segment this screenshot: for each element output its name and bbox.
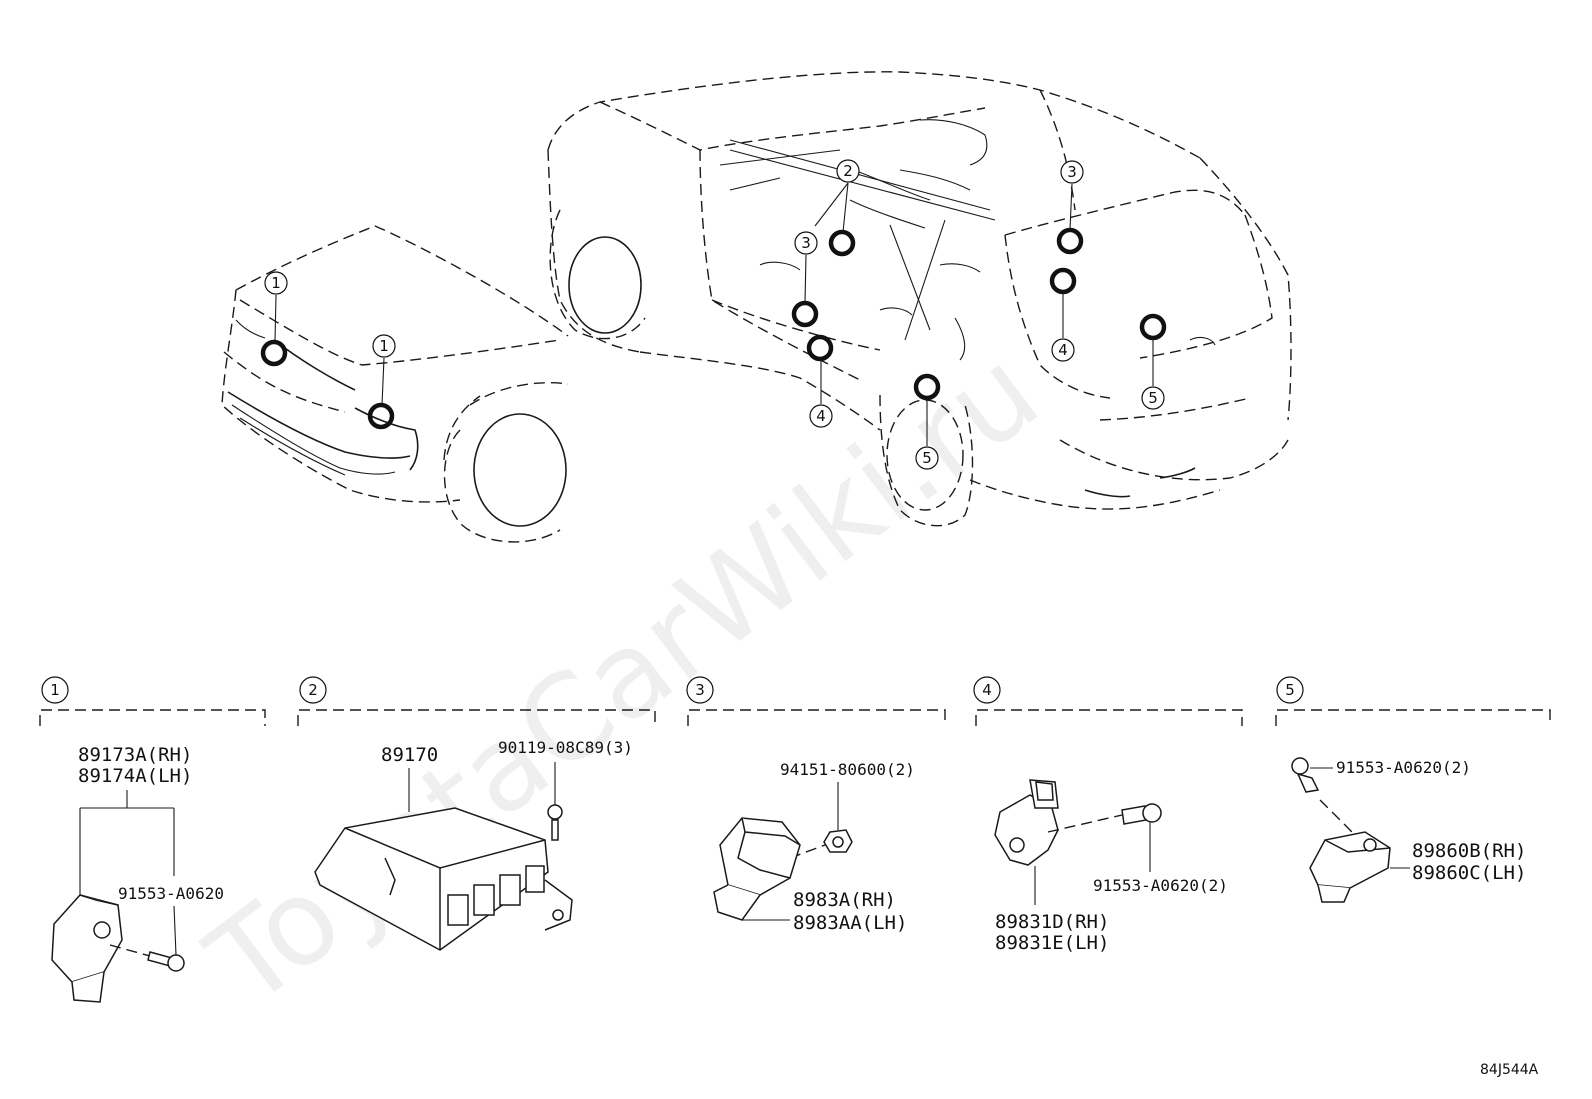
part-89170: 89170 (381, 744, 438, 766)
part-94151-80600: 94151-80600(2) (780, 760, 915, 779)
part-8983A: 8983A(RH) (793, 889, 896, 911)
callout-2: 2 (843, 162, 853, 180)
group-4-number: 4 (982, 681, 992, 699)
diagram-reference: 84J544A (1480, 1062, 1539, 1078)
callout-leaders (274, 182, 1154, 446)
callout-4a: 4 (816, 407, 826, 425)
part-90119-08C89: 90119-08C89(3) (498, 738, 633, 757)
callout-5b: 5 (922, 449, 932, 467)
part-91553-A0620-g5: 91553-A0620(2) (1336, 758, 1471, 777)
group-2: 2 89170 90119-08C89(3) (297, 676, 656, 951)
callout-1a: 1 (271, 274, 281, 292)
part-89831E: 89831E(LH) (995, 932, 1109, 954)
vehicle-rear-view (547, 71, 1292, 527)
callout-3b: 3 (1067, 163, 1077, 181)
part-89173A: 89173A(RH) (78, 744, 192, 766)
part-8983AA: 8983AA(LH) (793, 912, 907, 934)
part-89860C: 89860C(LH) (1412, 862, 1526, 884)
sensor-locations (260, 227, 1167, 430)
callout-5a: 5 (1148, 389, 1158, 407)
group-5-number: 5 (1285, 681, 1295, 699)
callout-1b: 1 (379, 337, 389, 355)
group-4: 4 91553-A0620(2) 89831D(RH) 89831E(LH) (973, 676, 1243, 954)
part-91553-A0620-g1: 91553-A0620 (118, 884, 224, 903)
part-91553-A0620-g4: 91553-A0620(2) (1093, 876, 1228, 895)
group-2-number: 2 (308, 681, 318, 699)
part-89860B: 89860B(RH) (1412, 840, 1526, 862)
callout-4b: 4 (1058, 341, 1068, 359)
callout-3a: 3 (801, 234, 811, 252)
group-3-number: 3 (695, 681, 705, 699)
group-1: 1 89173A(RH) 89174A(LH) 91553-A0620 (39, 676, 266, 1003)
group-5: 5 91553-A0620(2) 89860B(RH) 89860C(LH) (1275, 676, 1551, 903)
part-89174A: 89174A(LH) (78, 765, 192, 787)
part-89831D: 89831D(RH) (995, 911, 1109, 933)
group-3: 3 94151-80600(2) 8983A(RH) 8983AA(LH) (686, 676, 946, 934)
location-callouts: 1 1 2 3 3 4 4 5 5 (264, 159, 1165, 470)
group-1-number: 1 (50, 681, 60, 699)
